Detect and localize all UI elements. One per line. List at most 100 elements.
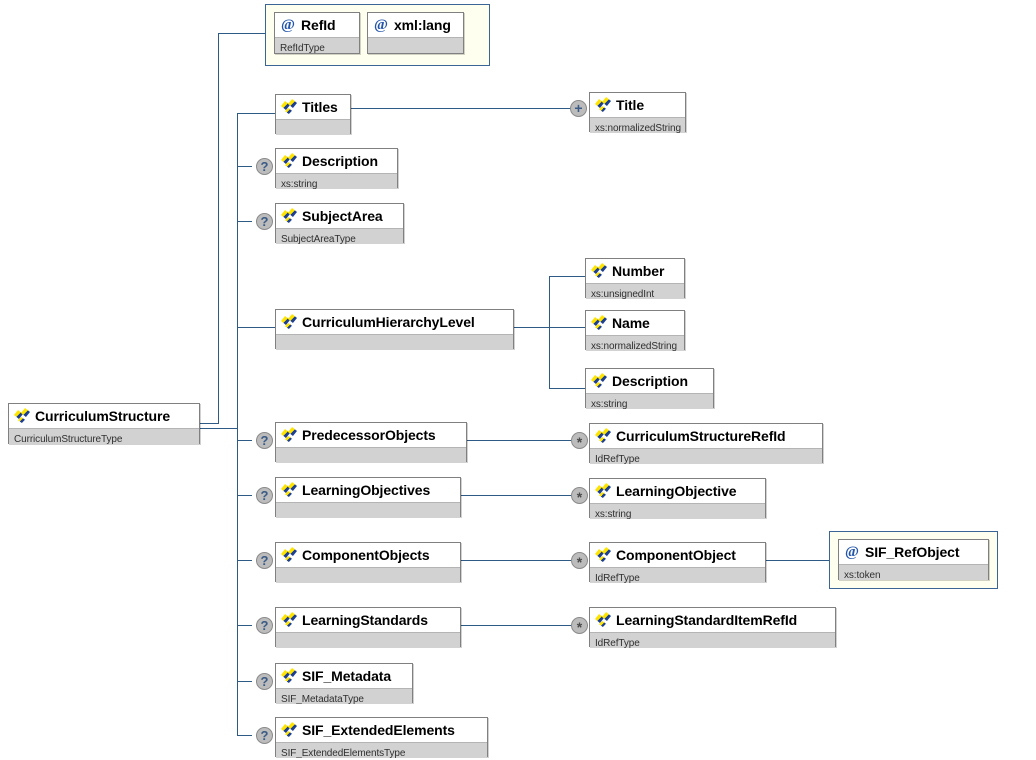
occurrence-marker-optional: ? [256, 158, 273, 175]
node-sif-extendedelements-type: SIF_ExtendedElementsType [281, 748, 406, 758]
node-learningobjective[interactable]: LearningObjective xs:string [589, 478, 766, 519]
node-learningstandarditemrefid[interactable]: LearningStandardItemRefId IdRefType [589, 607, 836, 648]
node-curriculumstructure-type-row: CurriculumStructureType [9, 428, 199, 444]
occurrence-marker-optional: ? [256, 617, 273, 634]
node-sif-extendedelements-type-row: SIF_ExtendedElementsType [276, 742, 487, 758]
node-chl-description-type: xs:string [591, 399, 628, 409]
node-curriculumhierarchylevel-type-row [276, 334, 513, 350]
node-learningstandards[interactable]: LearningStandards [275, 607, 461, 648]
connector-branch-learningobjectives [237, 495, 252, 496]
occurrence-marker-optional: ? [256, 487, 273, 504]
connector-chl-to-number [549, 276, 585, 277]
node-learningobjectives-title: LearningObjectives [276, 478, 460, 502]
occurrence-marker-optional: ? [256, 432, 273, 449]
element-icon [591, 373, 607, 389]
node-curriculumstructurerefid-type: IdRefType [595, 454, 640, 464]
node-name-type-row: xs:normalizedString [586, 335, 684, 351]
node-learningstandards-label: LearningStandards [302, 612, 428, 628]
connector-learningobjectives-to-child [461, 495, 571, 496]
node-sif-metadata[interactable]: SIF_Metadata SIF_MetadataType [275, 663, 413, 704]
node-predecessorobjects[interactable]: PredecessorObjects [275, 422, 467, 463]
node-titles-title: Titles [276, 95, 350, 119]
connector-branch-sifextendedelements [237, 735, 252, 736]
node-learningobjective-label: LearningObjective [616, 483, 737, 499]
connector-chl-stub [514, 327, 550, 328]
connector-learningstandards-to-child [461, 625, 571, 626]
node-componentobjects[interactable]: ComponentObjects [275, 542, 461, 583]
connector-titles-to-title [351, 108, 570, 109]
attribute-refid-title: @ RefId [275, 13, 359, 37]
node-learningobjectives[interactable]: LearningObjectives [275, 477, 461, 518]
node-number-type-row: xs:unsignedInt [586, 283, 684, 299]
node-sif-metadata-title: SIF_Metadata [276, 664, 412, 688]
connector-chl-vertical [549, 276, 550, 388]
node-learningstandarditemrefid-title: LearningStandardItemRefId [590, 608, 835, 632]
connector-attr-stub [218, 33, 265, 34]
node-description-type-row: xs:string [276, 173, 397, 189]
node-componentobject-type: IdRefType [595, 573, 640, 583]
node-description-label: Description [302, 153, 378, 169]
element-icon [281, 427, 297, 443]
node-description[interactable]: Description xs:string [275, 148, 398, 189]
occurrence-marker-optional: ? [256, 552, 273, 569]
element-icon [595, 97, 611, 113]
node-learningstandarditemrefid-label: LearningStandardItemRefId [616, 612, 798, 628]
attribute-refid-type-row: RefIdType [275, 37, 359, 53]
connector-branch-predecessorobjects [237, 440, 252, 441]
connector-chl-to-description [549, 388, 585, 389]
node-title[interactable]: Title xs:normalizedString [589, 92, 686, 133]
occurrence-marker-zero-or-more: * [571, 617, 588, 635]
element-icon [281, 314, 297, 330]
node-curriculumstructure[interactable]: CurriculumStructure CurriculumStructureT… [8, 403, 200, 444]
occurrence-marker-zero-or-more: * [571, 552, 588, 570]
node-subjectarea-title: SubjectArea [276, 204, 403, 228]
element-icon [281, 208, 297, 224]
attribute-sif-refobject[interactable]: @ SIF_RefObject xs:token [838, 539, 989, 580]
connector-branch-description [237, 166, 252, 167]
node-name[interactable]: Name xs:normalizedString [585, 310, 685, 351]
node-curriculumstructure-title: CurriculumStructure [9, 404, 199, 428]
attribute-sif-refobject-type-row: xs:token [839, 564, 988, 580]
connector-predecessorobjects-to-ref [467, 440, 571, 441]
node-number[interactable]: Number xs:unsignedInt [585, 258, 685, 299]
node-curriculumstructure-label: CurriculumStructure [35, 408, 171, 424]
connector-branch-curriculumhierarchylevel [237, 327, 275, 328]
node-learningstandards-type-row [276, 632, 460, 648]
element-icon [281, 668, 297, 684]
element-icon [281, 99, 297, 115]
element-icon [281, 482, 297, 498]
node-name-type: xs:normalizedString [591, 341, 677, 351]
attribute-refid-type: RefIdType [280, 43, 325, 53]
node-predecessorobjects-title: PredecessorObjects [276, 423, 466, 447]
node-sif-metadata-type: SIF_MetadataType [281, 694, 364, 704]
node-titles[interactable]: Titles [275, 94, 351, 135]
node-title-type-row: xs:normalizedString [590, 117, 685, 133]
element-icon [281, 547, 297, 563]
connector-branch-learningstandards [237, 625, 252, 626]
connector-attr-trunk [218, 33, 219, 424]
node-componentobject[interactable]: ComponentObject IdRefType [589, 542, 766, 583]
attribute-sif-refobject-label: SIF_RefObject [865, 544, 960, 560]
node-curriculumhierarchylevel[interactable]: CurriculumHierarchyLevel [275, 309, 514, 350]
node-predecessorobjects-type-row [276, 447, 466, 463]
node-number-type: xs:unsignedInt [591, 289, 655, 299]
node-chl-description[interactable]: Description xs:string [585, 368, 714, 409]
attribute-icon: @ [845, 544, 859, 560]
node-sif-extendedelements[interactable]: SIF_ExtendedElements SIF_ExtendedElement… [275, 717, 488, 758]
node-sif-extendedelements-title: SIF_ExtendedElements [276, 718, 487, 742]
node-subjectarea-type-row: SubjectAreaType [276, 228, 403, 244]
element-icon [591, 263, 607, 279]
node-curriculumstructurerefid[interactable]: CurriculumStructureRefId IdRefType [589, 423, 823, 464]
node-componentobject-title: ComponentObject [590, 543, 765, 567]
connector-branch-sifmetadata [237, 681, 252, 682]
node-predecessorobjects-label: PredecessorObjects [302, 427, 436, 443]
connector-root-to-attr-trunk [200, 423, 219, 424]
node-learningobjectives-label: LearningObjectives [302, 482, 431, 498]
connector-branch-titles [237, 113, 275, 114]
node-chl-description-title: Description [586, 369, 713, 393]
attribute-xml-lang[interactable]: @ xml:lang [367, 12, 464, 54]
attribute-refid[interactable]: @ RefId RefIdType [274, 12, 360, 54]
connector-componentobjects-to-child [461, 560, 571, 561]
node-subjectarea[interactable]: SubjectArea SubjectAreaType [275, 203, 404, 244]
node-number-label: Number [612, 263, 665, 279]
